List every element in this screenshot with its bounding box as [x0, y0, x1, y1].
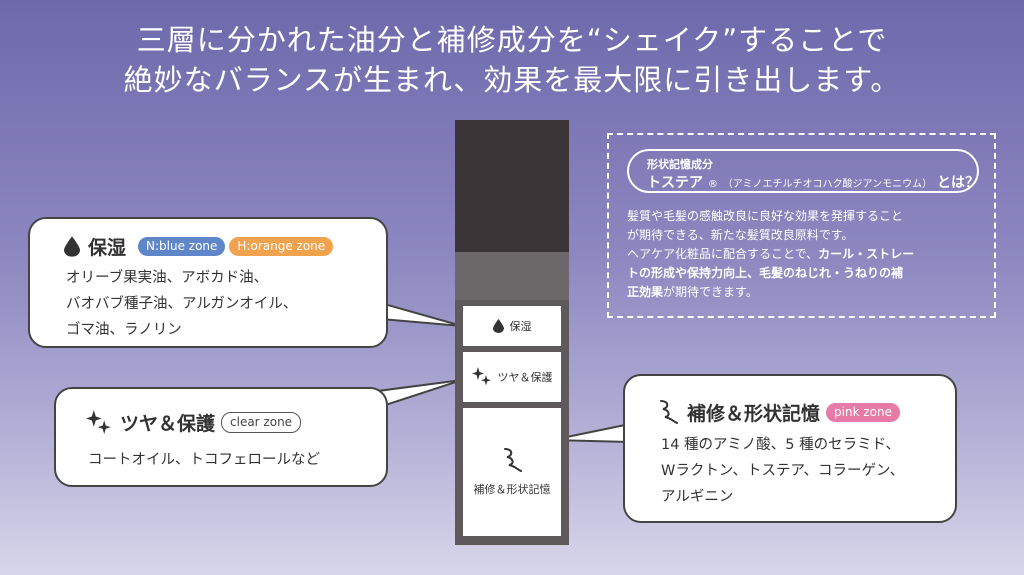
- tag-blue-zone: N:blue zone: [138, 237, 226, 256]
- callout-moisture-title-text: 保湿: [88, 237, 127, 259]
- tostea-chemical-name: （アミノエチルチオコハク酸ジアンモニウム）: [722, 179, 933, 190]
- callout-moisture-body: オリーブ果実油、アボカド油、 バオバブ種子油、アルガンオイル、 ゴマ油、ラノリン: [66, 265, 297, 343]
- callout-moisture-line: ゴマ油、ラノリン: [66, 322, 182, 338]
- tostea-description-emphasis: トの形成や保持力向上、毛髪のねじれ・うねりの補: [627, 266, 904, 280]
- tostea-description-line: 髪質や毛髪の感触改良に良好な効果を発揮すること: [627, 209, 904, 223]
- bottle-layer-repair: 補修＆形状記憶: [463, 408, 561, 536]
- tostea-description-text: が期待できます。: [663, 285, 758, 299]
- tostea-description-line: ヘアケア化粧品に配合することで、カール・ストレー: [627, 245, 987, 264]
- tag-orange-zone: H:orange zone: [229, 237, 334, 256]
- sparkle-icon: [471, 367, 492, 387]
- sparkle-icon: [86, 409, 112, 436]
- headline-line-1: 三層に分かれた油分と補修成分を“シェイク”することで: [136, 23, 888, 57]
- callout-gloss: ツヤ＆保護 clear zone コートオイル、トコフェロールなど: [54, 387, 388, 487]
- callout-repair-title-text: 補修＆形状記憶: [687, 402, 821, 425]
- tostea-description-text: ヘアケア化粧品に配合することで、: [627, 247, 819, 261]
- headline: 三層に分かれた油分と補修成分を“シェイク”することで 絶妙なバランスが生まれ、効…: [0, 20, 1024, 100]
- curl-icon: [501, 447, 523, 473]
- tostea-description-line: が期待できる、新たな髪質改良原料です。: [627, 228, 854, 242]
- water-drop-icon: [492, 319, 504, 333]
- callout-gloss-body: コートオイル、トコフェロールなど: [88, 447, 320, 473]
- callout-repair-line: アルギニン: [661, 489, 734, 505]
- tostea-description-line: トの形成や保持力向上、毛髪のねじれ・うねりの補: [627, 264, 987, 283]
- bottle-cap: [455, 120, 569, 252]
- curl-icon: [657, 398, 679, 426]
- tostea-info-heading: 形状記憶成分 トステア ® （アミノエチルチオコハク酸ジアンモニウム） とは？: [627, 149, 979, 193]
- callout-moisture-line: バオバブ種子油、アルガンオイル、: [66, 296, 298, 312]
- bottle-layer-repair-label: 補修＆形状記憶: [473, 483, 551, 496]
- registered-mark: ®: [707, 179, 718, 190]
- callout-repair: 補修＆形状記憶 pink zone 14 種のアミノ酸、5 種のセラミド、 Wラ…: [623, 374, 957, 523]
- callout-repair-title: 補修＆形状記憶 pink zone: [657, 398, 900, 426]
- tostea-info-title: トステア ® （アミノエチルチオコハク酸ジアンモニウム） とは？: [647, 172, 979, 192]
- tostea-name: トステア: [647, 175, 703, 191]
- bottle-layer-moisture-label: 保湿: [509, 320, 532, 333]
- tostea-info-label: 形状記憶成分: [647, 158, 713, 171]
- headline-line-2: 絶妙なバランスが生まれ、効果を最大限に引き出します。: [123, 63, 901, 97]
- tag-pink-zone: pink zone: [826, 402, 900, 422]
- bottle-layer-gloss-label: ツヤ＆保護: [497, 371, 553, 384]
- water-drop-icon: [64, 236, 80, 257]
- tostea-question: とは？: [937, 175, 980, 191]
- tostea-info-box: 形状記憶成分 トステア ® （アミノエチルチオコハク酸ジアンモニウム） とは？ …: [607, 133, 996, 318]
- tostea-description: 髪質や毛髪の感触改良に良好な効果を発揮すること が期待できる、新たな髪質改良原料…: [627, 207, 987, 302]
- callout-repair-line: 14 種のアミノ酸、5 種のセラミド、: [661, 437, 901, 453]
- tostea-description-line: 正効果が期待できます。: [627, 283, 987, 302]
- callout-repair-line: Wラクトン、トステア、コラーゲン、: [661, 463, 905, 479]
- callout-gloss-title: ツヤ＆保護 clear zone: [86, 409, 302, 436]
- tostea-description-emphasis: カール・ストレー: [818, 247, 915, 261]
- tostea-description-emphasis: 正効果: [627, 285, 664, 299]
- tag-clear-zone: clear zone: [221, 412, 302, 433]
- callout-moisture: 保湿 N:blue zone H:orange zone オリーブ果実油、アボカ…: [28, 217, 388, 348]
- callout-moisture-line: オリーブ果実油、アボカド油、: [66, 270, 269, 286]
- callout-repair-body: 14 種のアミノ酸、5 種のセラミド、 Wラクトン、トステア、コラーゲン、 アル…: [661, 432, 904, 510]
- bottle-layer-moisture: 保湿: [463, 306, 561, 346]
- callout-gloss-title-text: ツヤ＆保護: [120, 413, 216, 435]
- bottle-layer-gloss: ツヤ＆保護: [463, 352, 561, 402]
- callout-gloss-line: コートオイル、トコフェロールなど: [88, 452, 320, 468]
- shake-bottle: 保湿 ツヤ＆保護 補修＆形状記憶: [455, 120, 569, 545]
- bottle-neck: [455, 252, 569, 300]
- callout-moisture-title: 保湿 N:blue zone H:orange zone: [64, 233, 334, 260]
